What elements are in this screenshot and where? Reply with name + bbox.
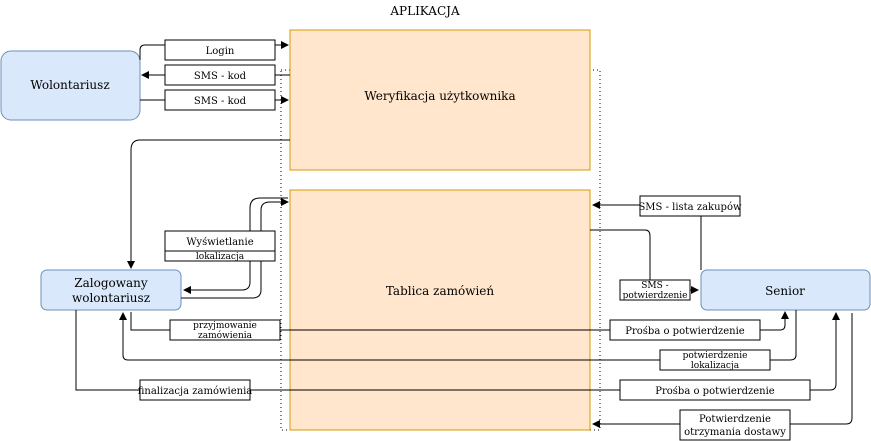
confirmation-request-2-label-box [619, 379, 811, 401]
location-confirmation-label-box [659, 349, 771, 371]
sms-confirmation-label-2: potwierdzenie [623, 291, 688, 301]
display-label: Wyświetlanie [186, 237, 253, 248]
sms-code-out-label-box [164, 64, 276, 86]
volunteer-actor-label: Wolontariusz [30, 78, 109, 92]
sms-code-in-label: SMS - kod [194, 96, 247, 107]
order-finalization-label: finalizacja zamówienia [138, 386, 253, 397]
location-confirmation-label-1: potwierdzenie [683, 351, 748, 361]
delivery-confirmation-label-box [679, 409, 791, 441]
sms-shopping-list-connector [593, 205, 702, 270]
confirmation-request-1-label: Prośba o potwierdzenie [625, 326, 745, 337]
sms-code-out-label: SMS - kod [194, 71, 247, 82]
location-confirmation-connector [119, 310, 797, 361]
accepting-order-label-box [169, 319, 281, 341]
location-label: lokalizacja [196, 252, 245, 262]
accepting-order-label-2: zamówienia [198, 330, 253, 341]
accepting-order-label-1: przyjmowanie [193, 321, 257, 331]
order-finalization-label-box [139, 379, 251, 401]
login-connector [139, 45, 288, 60]
sms-confirmation-label-box [619, 279, 691, 301]
sms-shopping-list-label-box [639, 195, 741, 217]
delivery-confirmation-connector [593, 313, 853, 424]
sms-shopping-list-label: SMS - lista zakupów [638, 202, 742, 213]
confirmation-request-1-label-box [609, 319, 761, 341]
sms-code-in-label-box [164, 89, 276, 111]
login-label-box [164, 39, 276, 61]
verification-module-label: Weryfikacja użytkownika [364, 89, 515, 103]
logged-volunteer-label-1: Zalogowany [74, 276, 148, 290]
login-label: Login [206, 46, 235, 57]
delivery-confirmation-label-2: otrzymania dostawy [684, 427, 786, 438]
accepting-order-connector [130, 312, 785, 331]
sms-confirmation-label-1: SMS - [641, 281, 668, 291]
volunteer-actor [0, 50, 141, 121]
order-finalization-connector [75, 310, 836, 391]
logged-volunteer-actor [40, 269, 182, 311]
confirmation-request-2-label: Prośba o potwierdzenie [655, 386, 775, 397]
app-title: APLIKACJA [389, 4, 460, 18]
delivery-confirmation-label-1: Potwierdzenie [699, 414, 771, 425]
senior-actor-label: Senior [765, 284, 805, 298]
location-label-box [164, 250, 276, 262]
verification-module [289, 29, 591, 171]
logged-volunteer-label-2: wolontariusz [72, 291, 150, 305]
sms-confirmation-connector [590, 229, 698, 290]
orders-board-module-label: Tablica zamówień [386, 284, 495, 298]
orders-board-module [289, 189, 591, 431]
verification-to-logged-connector [127, 139, 290, 269]
location-confirmation-label-2: lokalizacja [691, 361, 740, 371]
